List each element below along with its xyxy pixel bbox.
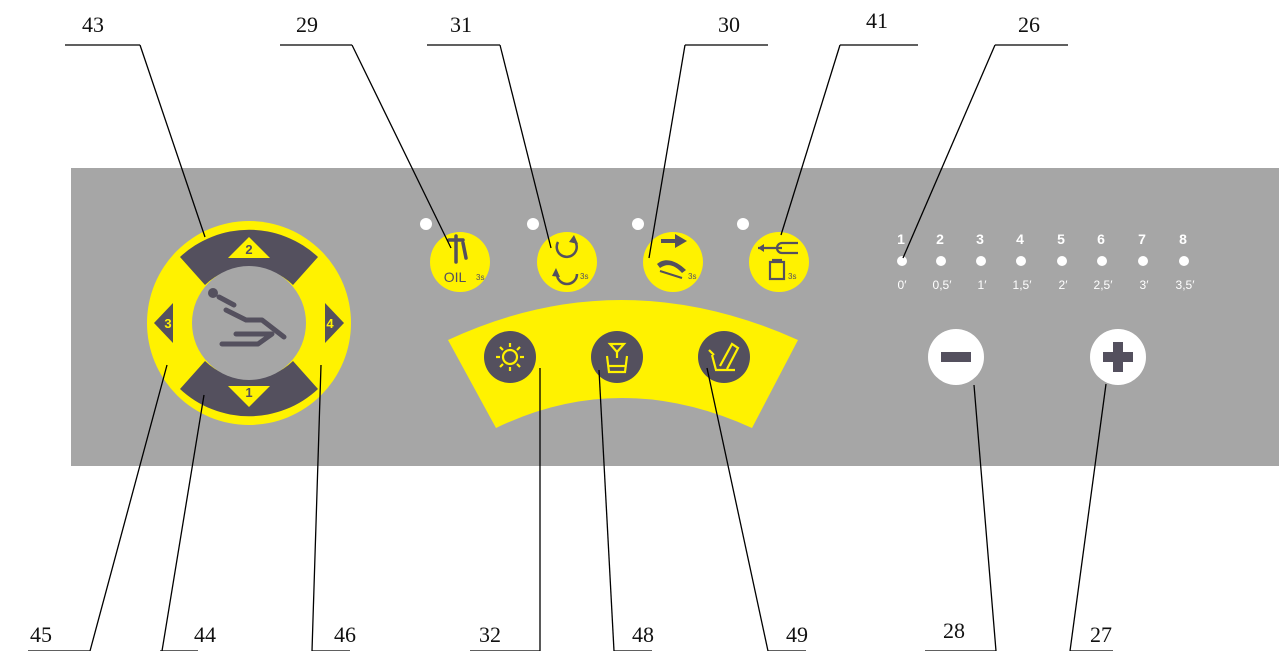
minus-icon: [941, 352, 971, 362]
arrow-down-icon: [228, 386, 270, 407]
leader-lines: [28, 44, 1113, 651]
timer-level-label: 6: [1097, 231, 1105, 247]
timer-level-label: 4: [1016, 231, 1024, 247]
syringe-icon: [758, 241, 798, 281]
timer-led: [1016, 256, 1026, 266]
timer-level-label: 2: [936, 231, 944, 247]
timer-level-label: 3: [976, 231, 984, 247]
timer-time-label: 1′: [978, 278, 988, 292]
timer-minus-button[interactable]: [928, 329, 984, 385]
pad-center: [192, 266, 306, 380]
timer-led: [1179, 256, 1189, 266]
timer-time-label: 1,5′: [1013, 278, 1033, 292]
timer-level-label: 8: [1179, 231, 1187, 247]
timer-led: [1057, 256, 1067, 266]
callout-number: 45: [30, 622, 52, 647]
timer-led: [976, 256, 986, 266]
timer-level-label: 5: [1057, 231, 1065, 247]
timer-scale: 1 2 3 4 5 6 7 8 0′ 0,5′ 1′ 1,5′ 2′ 2,5′ …: [897, 231, 1195, 292]
timer-time-label: 3′: [1140, 278, 1150, 292]
dpad-left-label: 3: [164, 316, 171, 331]
callout-number: 43: [82, 12, 104, 37]
timer-time-label: 0′: [898, 278, 908, 292]
callout-number: 49: [786, 622, 808, 647]
oil-duration: 3s: [476, 273, 484, 282]
led-hand: [632, 218, 644, 230]
arrow-left-icon[interactable]: [154, 303, 173, 343]
syringe-duration: 3s: [788, 272, 796, 281]
bowl-rinse-button[interactable]: [698, 331, 750, 383]
callout-number: 26: [1018, 12, 1040, 37]
dental-chair-icon: [208, 288, 287, 347]
timer-led: [1097, 256, 1107, 266]
handpiece-oil-icon: [447, 234, 468, 264]
plus-icon: [1103, 342, 1133, 372]
light-bulb-icon: [496, 343, 524, 371]
rotation-icon: [552, 235, 579, 286]
syringe-button[interactable]: 3s: [749, 232, 809, 292]
hand-instrument-icon: [657, 234, 687, 279]
arrow-right-icon[interactable]: [325, 303, 344, 343]
timer-time-label: 0,5′: [933, 278, 953, 292]
timer-time-label: 2′: [1059, 278, 1069, 292]
oil-button[interactable]: OIL 3s: [430, 232, 490, 292]
led-rotation: [527, 218, 539, 230]
arrow-up-icon: [228, 237, 270, 258]
dpad-down-label: 1: [245, 385, 252, 400]
callout-number: 29: [296, 12, 318, 37]
timer-led: [1138, 256, 1148, 266]
timer-time-label: 3,5′: [1176, 278, 1196, 292]
cup-fill-button[interactable]: [591, 331, 643, 383]
callout-number: 46: [334, 622, 356, 647]
chair-control-pad: 2 1 3 4: [147, 221, 351, 425]
timer-level-label: 1: [897, 231, 905, 247]
hand-duration: 3s: [688, 272, 696, 281]
rotation-button[interactable]: 3s: [537, 232, 597, 292]
callout-number: 44: [194, 622, 216, 647]
bowl-rinse-icon: [708, 342, 740, 372]
timer-led: [897, 256, 907, 266]
dpad-right-label: 4: [326, 316, 334, 331]
callout-number: 31: [450, 12, 472, 37]
lamp-button[interactable]: [484, 331, 536, 383]
timer-time-label: 2,5′: [1094, 278, 1114, 292]
led-oil: [420, 218, 432, 230]
callout-number: 32: [479, 622, 501, 647]
hand-button[interactable]: 3s: [643, 232, 703, 292]
cup-filler-icon: [605, 342, 629, 374]
oil-text: OIL: [444, 269, 467, 285]
led-syringe: [737, 218, 749, 230]
callout-number: 48: [632, 622, 654, 647]
timer-plus-button[interactable]: [1090, 329, 1146, 385]
dpad-up-label: 2: [245, 242, 252, 257]
callout-number: 27: [1090, 622, 1112, 647]
callout-number: 28: [943, 618, 965, 643]
callout-number: 30: [718, 12, 740, 37]
callout-number: 41: [866, 8, 888, 33]
rotation-duration: 3s: [580, 272, 588, 281]
timer-level-label: 7: [1138, 231, 1146, 247]
timer-led: [936, 256, 946, 266]
